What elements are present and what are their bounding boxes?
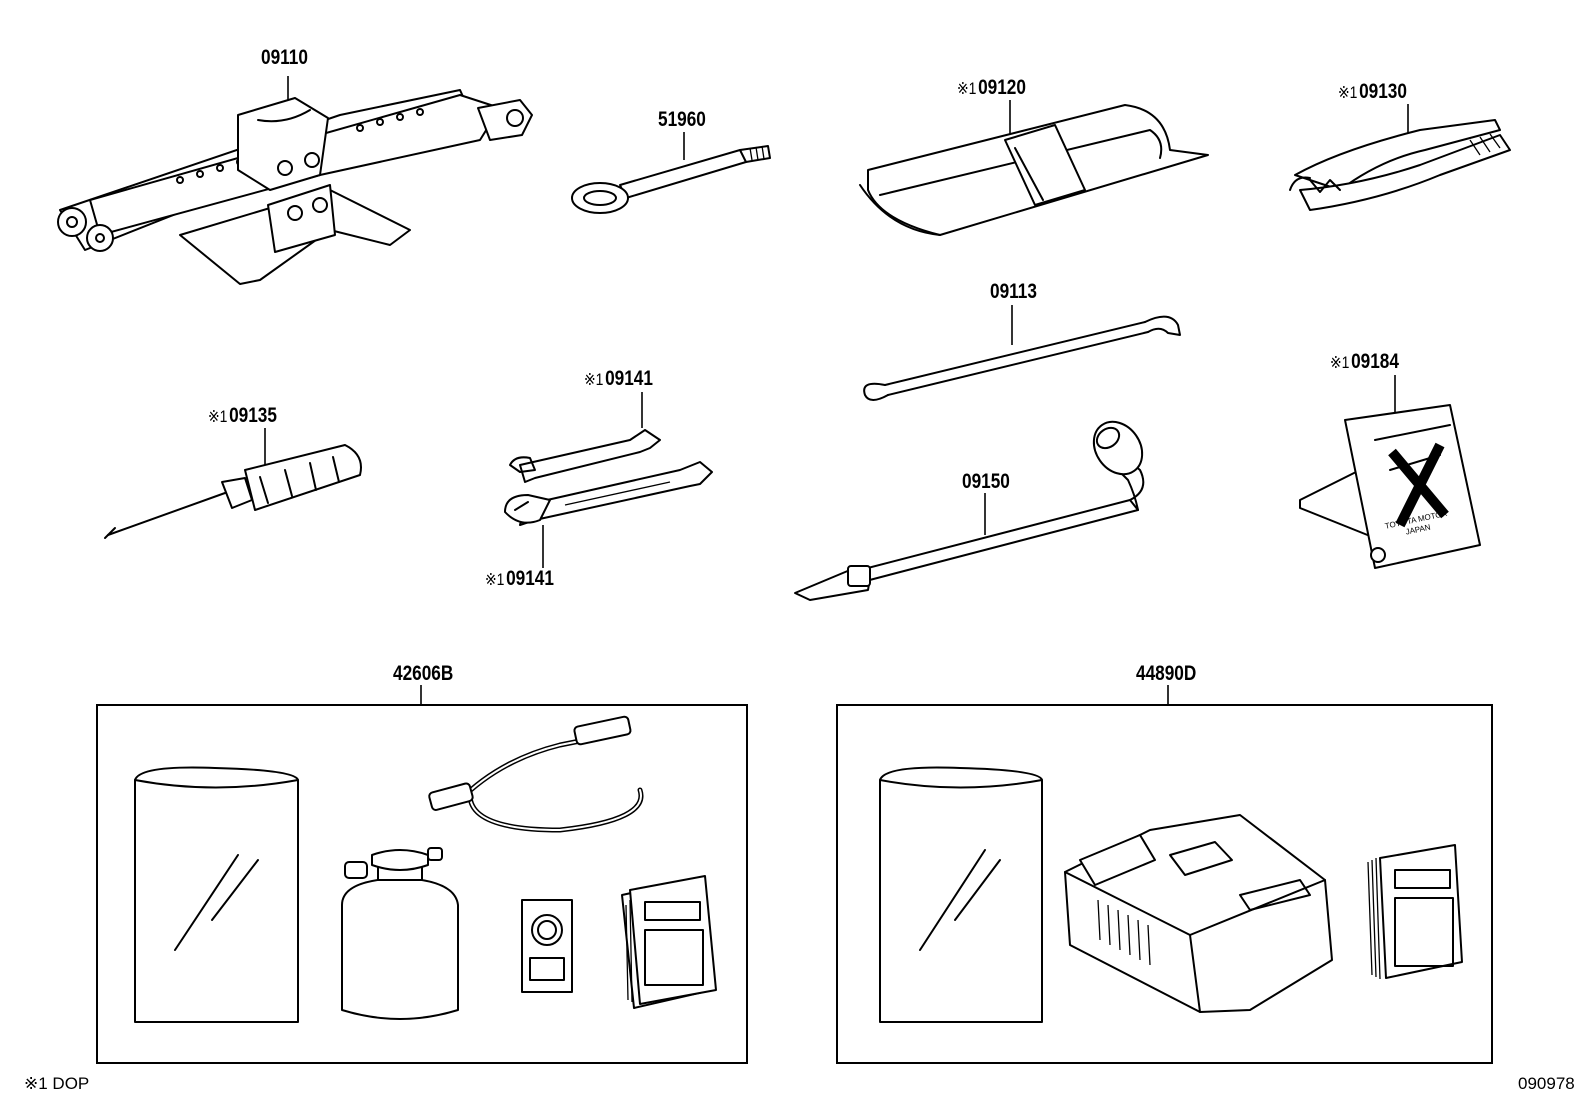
wrench-icon <box>504 392 713 568</box>
hose-icon <box>428 715 644 833</box>
towing-hook-icon <box>571 132 771 214</box>
part-label-warning-triangle: ※109184 <box>1330 350 1399 373</box>
manual-icon <box>1367 844 1463 980</box>
part-label-tool-bag: ※109120 <box>957 76 1026 99</box>
part-label-jack: 09110 <box>261 46 308 69</box>
dop-marker: ※1 <box>1338 83 1358 102</box>
part-label-hook-rod: 09113 <box>990 280 1037 303</box>
part-label-hook: 51960 <box>658 108 706 131</box>
part-label-lug-wrench: 09150 <box>962 470 1010 493</box>
sticker-icon <box>521 899 573 993</box>
part-label-wrench-lower: ※109141 <box>485 567 554 590</box>
part-label-wrench-upper: ※109141 <box>584 367 653 390</box>
dop-marker: ※1 <box>1330 353 1350 372</box>
dop-marker: ※1 <box>584 370 604 389</box>
part-label-screwdriver: ※109135 <box>208 404 277 427</box>
kit-box-42606b <box>96 704 748 1064</box>
air-compressor-icon <box>1064 814 1333 1013</box>
tool-bag-icon <box>859 100 1209 236</box>
scissor-jack-icon <box>57 76 533 285</box>
warning-triangle-icon <box>1299 375 1481 569</box>
pliers-icon <box>1289 104 1511 211</box>
lug-wrench-icon <box>794 420 1145 601</box>
hook-rod-icon <box>863 305 1181 401</box>
part-label-pliers: ※109130 <box>1338 80 1407 103</box>
sealant-bottle-icon <box>341 847 459 1020</box>
bag-icon <box>879 766 1043 1023</box>
kit-box-44890d <box>836 704 1493 1064</box>
part-label-compressor-kit: 44890D <box>1136 662 1197 685</box>
footer-note: ※1 DOP <box>24 1074 90 1093</box>
screwdriver-icon <box>104 428 362 539</box>
part-label-repair-kit: 42606B <box>393 662 454 685</box>
diagram-number: 090978 <box>1518 1074 1575 1093</box>
dop-marker: ※1 <box>957 79 977 98</box>
dop-marker: ※1 <box>208 407 228 426</box>
manual-icon <box>621 875 717 1009</box>
bag-icon <box>134 766 299 1023</box>
dop-marker: ※1 <box>485 570 505 589</box>
